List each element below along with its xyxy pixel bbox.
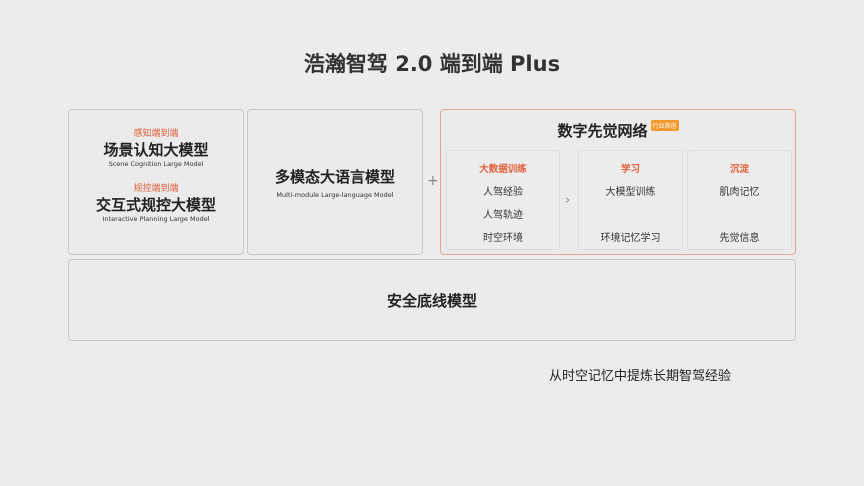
chevron-right-icon: ›	[565, 193, 571, 208]
perception-tag: 感知端到端	[133, 129, 179, 139]
network-title: 数字先觉网络行业首创	[441, 120, 795, 141]
interactive-planning-en: Interactive Planning Large Model	[102, 215, 210, 223]
safety-model-card: 安全底线模型	[68, 259, 796, 341]
column-header: 学习	[620, 164, 640, 175]
column-header: 沉淀	[729, 164, 749, 175]
industry-first-badge: 行业首创	[650, 120, 679, 131]
network-column: 学习 大模型训练 环境记忆学习	[578, 150, 683, 250]
perception-planning-card: 感知端到端 场景认知大模型 Scene Cognition Large Mode…	[68, 109, 244, 255]
column-header: 大数据训练	[479, 164, 527, 175]
scene-cognition-en: Scene Cognition Large Model	[108, 160, 204, 168]
plus-icon: +	[427, 173, 439, 189]
multimodal-card: 多模态大语言模型 Multi-module Large-language Mod…	[247, 109, 423, 255]
column-item: 人驾经验	[483, 187, 523, 198]
column-item: 环境记忆学习	[600, 233, 661, 244]
network-title-text: 数字先觉网络	[557, 122, 648, 140]
column-item: 大模型训练	[605, 187, 656, 198]
digital-prescience-network-card: 数字先觉网络行业首创 大数据训练 人驾经验 人驾轨迹 时空环境 学习 大模型训练…	[440, 109, 796, 255]
planning-tag: 规控端到端	[133, 184, 179, 194]
column-item: 时空环境	[483, 233, 523, 244]
page-title: 浩瀚智驾 2.0 端到端 Plus	[303, 52, 561, 76]
column-item: 肌肉记忆	[719, 187, 760, 198]
network-column: 大数据训练 人驾经验 人驾轨迹 时空环境	[446, 150, 560, 250]
safety-title: 安全底线模型	[386, 292, 477, 310]
column-item: 人驾轨迹	[483, 210, 523, 221]
multimodal-title: 多模态大语言模型	[274, 168, 395, 186]
network-column: 沉淀 肌肉记忆 先觉信息	[687, 150, 792, 250]
column-item: 先觉信息	[719, 233, 760, 244]
scene-cognition-title: 场景认知大模型	[103, 141, 209, 159]
interactive-planning-title: 交互式规控大模型	[95, 196, 216, 214]
multimodal-en: Multi-module Large-language Model	[276, 191, 394, 199]
footer-caption: 从时空记忆中提炼长期智驾经验	[549, 369, 732, 384]
